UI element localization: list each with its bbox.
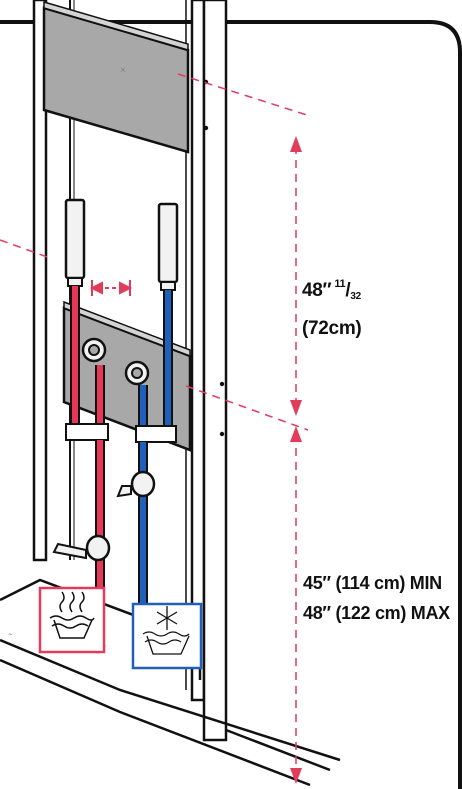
upper-dimension-metric: (72cm) <box>302 318 362 339</box>
hot-water-label <box>38 586 106 654</box>
dimension-guides <box>0 73 311 776</box>
wall-studs <box>32 0 228 742</box>
svg-text:×: × <box>120 66 126 74</box>
dimension-arrows <box>290 136 302 784</box>
hot-water-waves-icon <box>49 591 95 639</box>
upper-dimension-label: 48″11/32 (72cm) <box>302 268 362 345</box>
cold-water-pipe <box>116 202 179 668</box>
upper-dimension-whole: 48″ <box>302 280 332 301</box>
lower-dimension-max: 48″ (122 cm) MAX <box>303 603 450 623</box>
frame-border <box>0 20 462 789</box>
upper-dimension-slash: / <box>345 280 351 301</box>
upper-dimension-numerator: 11 <box>334 278 346 290</box>
lower-dimension-min: 45″ (114 cm) MIN <box>303 573 442 593</box>
cold-water-label <box>131 602 203 670</box>
pipe-spacing-indicator <box>89 280 133 296</box>
upper-dimension-denominator: 32 <box>350 291 361 302</box>
lower-dimension-label: 45″ (114 cm) MIN 48″ (122 cm) MAX <box>303 568 450 628</box>
cold-water-snowflake-icon <box>142 606 190 655</box>
svg-text:∼: ∼ <box>8 631 13 638</box>
hot-water-pipe <box>52 198 111 654</box>
